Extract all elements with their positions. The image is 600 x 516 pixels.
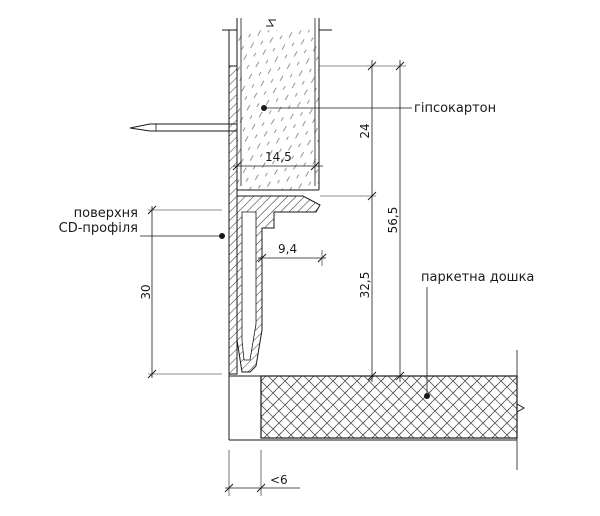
- drywall-label: гіпсокартон: [414, 101, 496, 116]
- nail: [129, 123, 237, 132]
- dim-total-height: 56,5: [386, 207, 400, 234]
- dim-profile-width: 9,4: [278, 242, 297, 256]
- cd-profile-label-line2: CD-профіля: [59, 221, 138, 236]
- parquet-label: паркетна дошка: [421, 270, 534, 285]
- cd-profile-label-line1: поверхня: [74, 206, 138, 221]
- cd-profile-section: [228, 65, 238, 375]
- dim-floor-gap: <6: [270, 473, 288, 487]
- dim-profile-height: 30: [139, 284, 153, 299]
- leader-lines: [140, 105, 430, 399]
- dim-board-gap: 14,5: [265, 150, 292, 164]
- dimension-lines: [147, 60, 406, 496]
- parquet-board: [229, 350, 526, 470]
- skirting-profile: [236, 176, 321, 373]
- drywall-board: [222, 18, 332, 191]
- dim-drywall-depth: 24: [358, 123, 372, 138]
- break-mark: [266, 19, 276, 27]
- dim-lower-height: 32,5: [358, 272, 372, 299]
